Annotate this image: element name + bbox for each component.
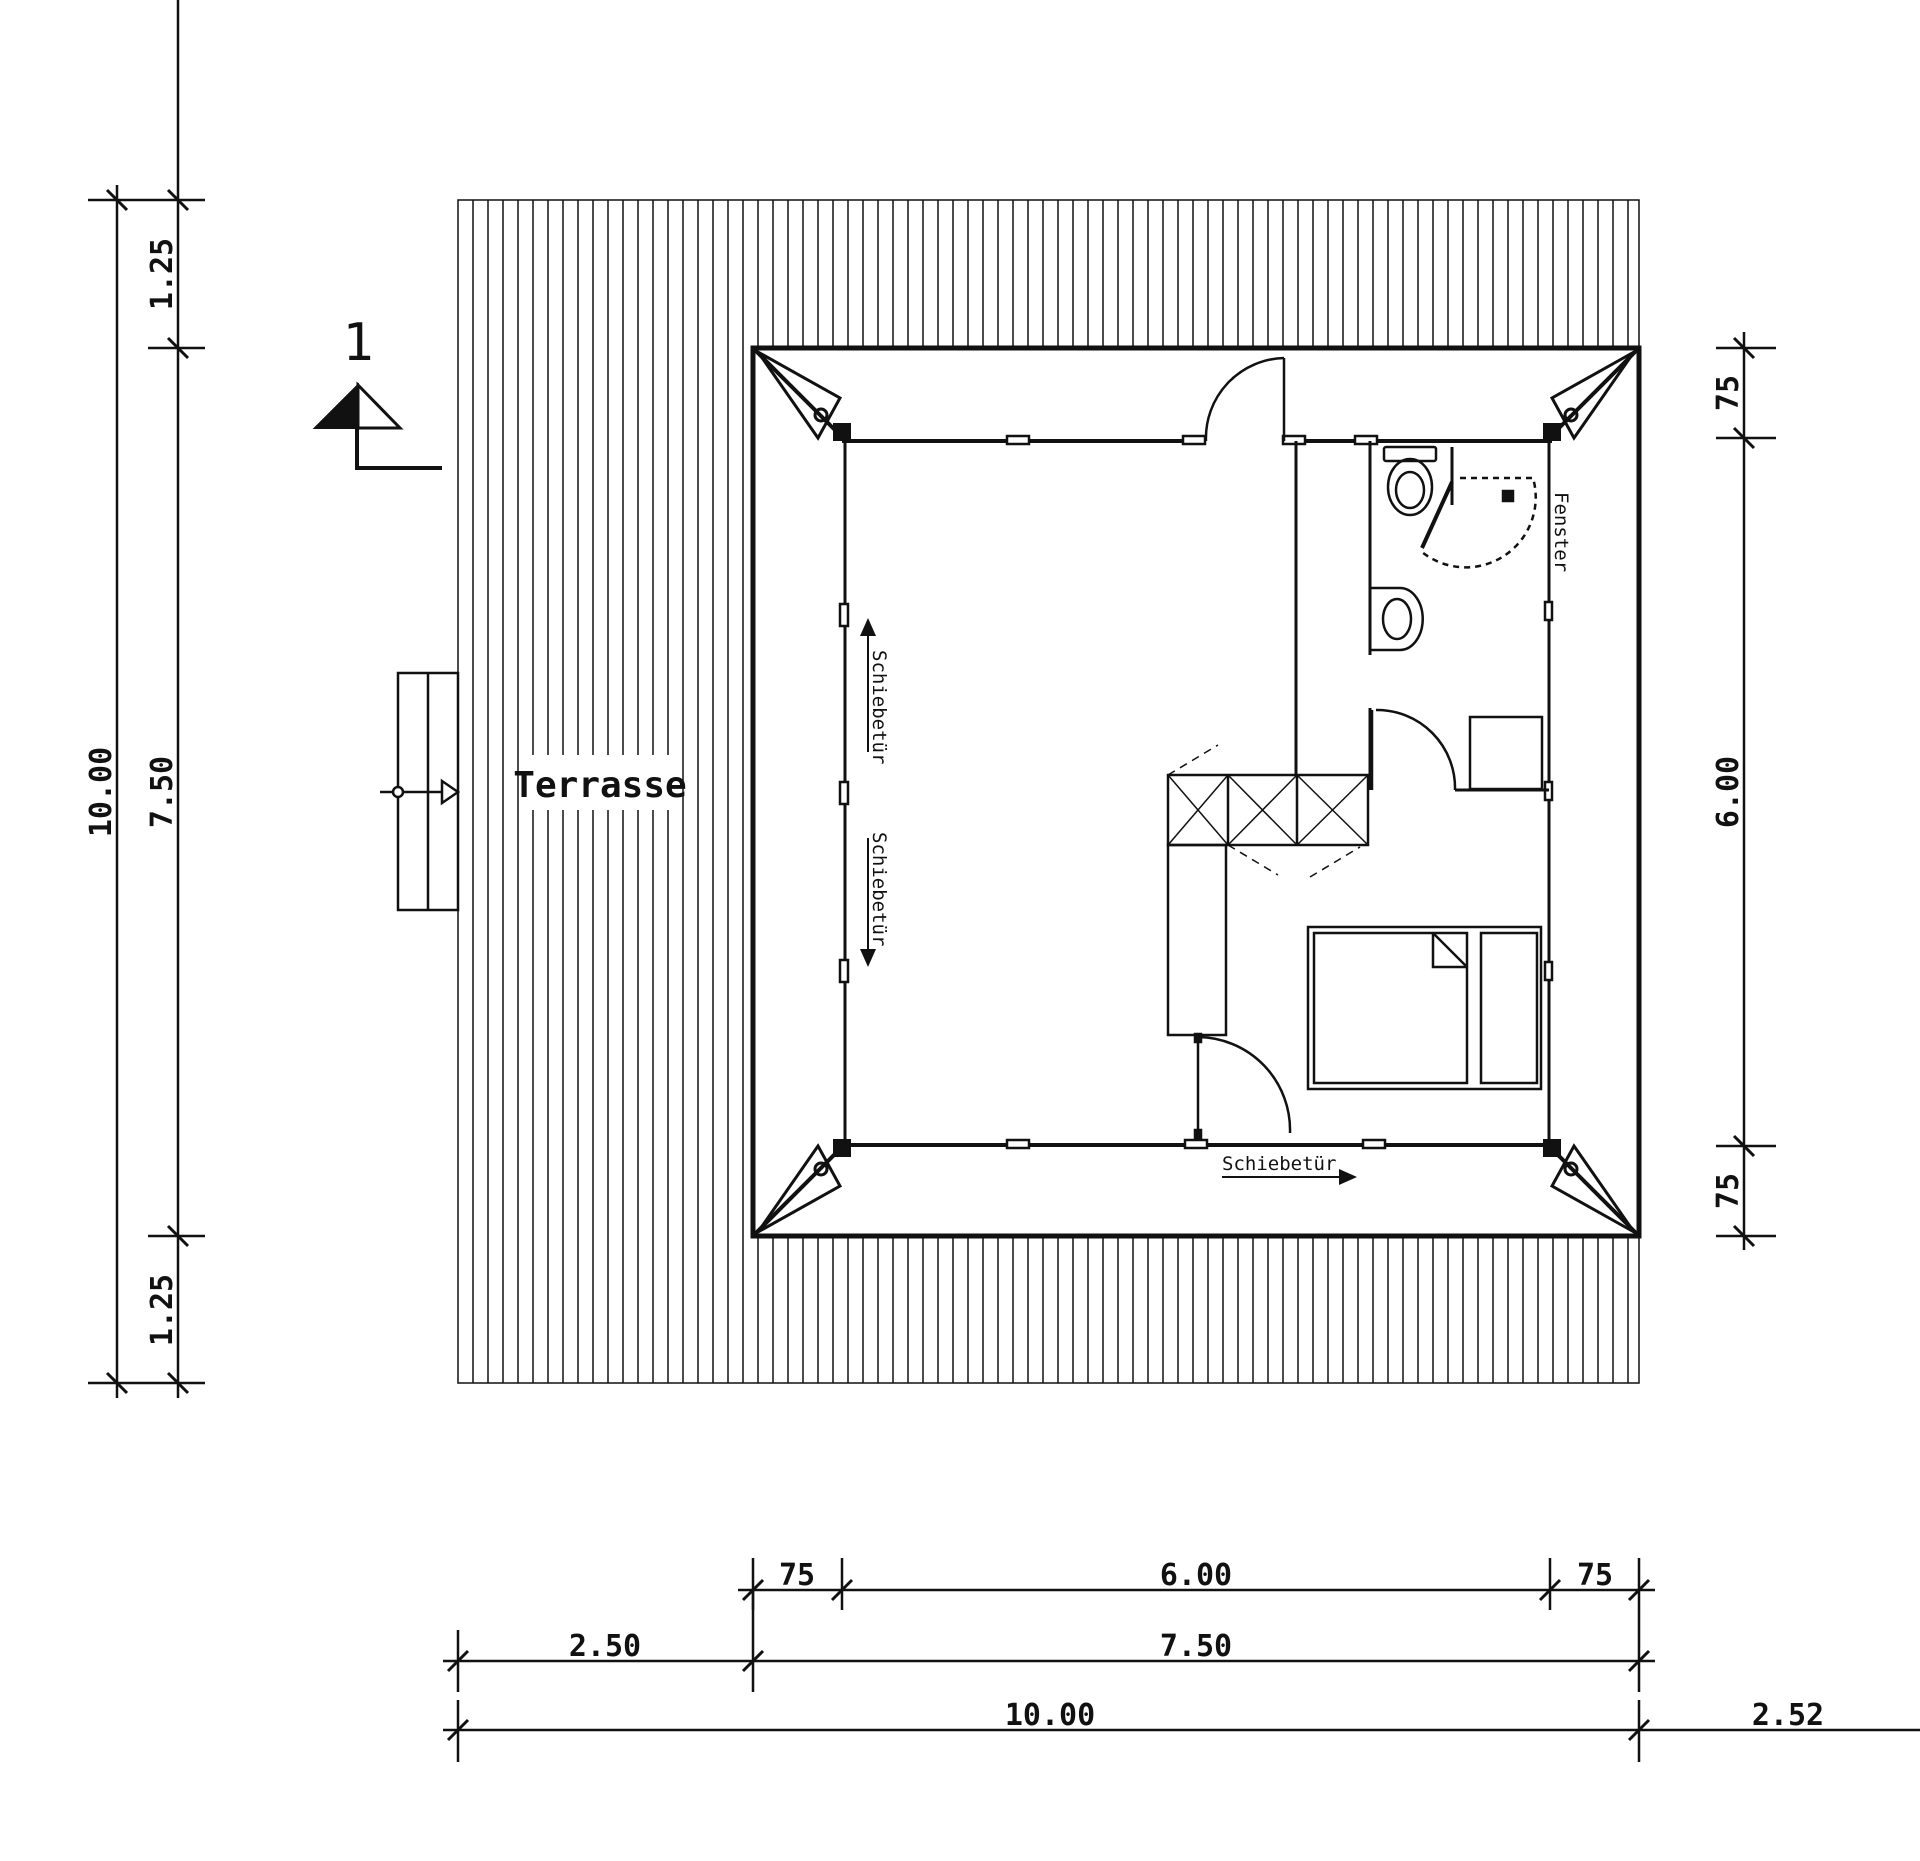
sliding-door-arrows (860, 618, 1357, 1185)
storage-cabinet (1468, 715, 1544, 791)
text-labels: Terrasse Schiebetür Schiebetür Schiebetü… (84, 238, 1824, 1733)
bathroom-door (1370, 708, 1457, 791)
section-marker (312, 381, 442, 470)
dim-left-1-25-bottom: 1.25 (145, 1274, 180, 1346)
dim-left-7-50: 7.50 (145, 756, 180, 828)
kitchen-units (1166, 744, 1370, 1037)
dim-left-1-25-top: 1.25 (145, 238, 180, 310)
dim-bottom-6-00: 6.00 (1160, 1558, 1232, 1593)
dim-bottom-7-50: 7.50 (1160, 1629, 1232, 1664)
dim-right-75-bottom: 75 (1711, 1173, 1746, 1209)
dim-left-10-00: 10.00 (84, 747, 119, 837)
corner-bracket-se (1549, 1143, 1636, 1234)
corner-bracket-ne (1549, 350, 1636, 441)
terrace-label: Terrasse (513, 765, 686, 806)
bedroom-door (1193, 1032, 1292, 1140)
dim-right-75-top: 75 (1711, 375, 1746, 411)
dim-bottom-75-right: 75 (1577, 1558, 1613, 1593)
terrace-step (380, 671, 461, 912)
corner-bracket-sw (756, 1143, 843, 1234)
toilet (1382, 445, 1438, 517)
entrance-door (1204, 356, 1286, 442)
dim-bottom-2-50: 2.50 (569, 1629, 641, 1664)
washbasin (1370, 586, 1424, 652)
bed (1306, 925, 1543, 1091)
shower (1420, 447, 1537, 569)
dim-bottom-75-left: 75 (779, 1558, 815, 1593)
corner-bracket-nw (756, 350, 843, 441)
dim-bottom-2-52: 2.52 (1752, 1698, 1824, 1733)
dim-bottom-10-00: 10.00 (1005, 1698, 1095, 1733)
dim-right-6-00: 6.00 (1711, 756, 1746, 828)
dimension-lines (88, 0, 1920, 1762)
sliding-door-label-left-lower: Schiebetür (868, 832, 890, 946)
bathroom-fixtures (1370, 445, 1537, 791)
corner-brackets (756, 350, 1636, 1234)
sliding-door-label-left-upper: Schiebetür (868, 650, 890, 764)
window-label: Fenster (1550, 492, 1572, 572)
section-number: 1 (342, 313, 373, 373)
sliding-door-label-bottom: Schiebetür (1222, 1153, 1336, 1175)
exterior-walls (838, 434, 1554, 1150)
